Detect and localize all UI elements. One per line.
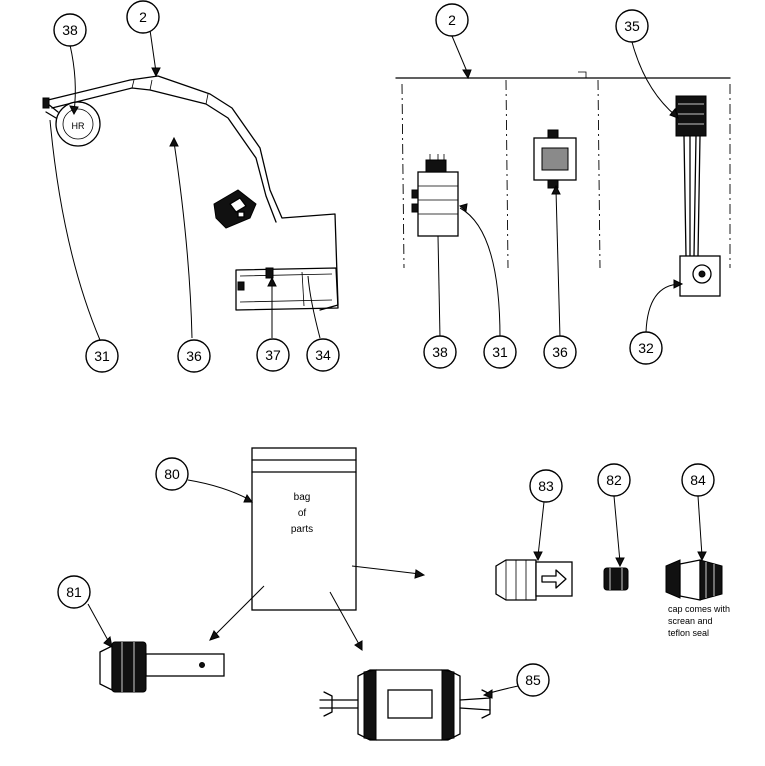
callout-31-right: 31: [483, 335, 517, 369]
left-panel-assembly: HR: [42, 75, 339, 311]
callout-label: 31: [94, 348, 110, 364]
callout-82: 82: [597, 463, 631, 497]
callout-label: 36: [552, 344, 568, 360]
relay-component: [213, 189, 257, 229]
callout-2-right: 2: [435, 3, 469, 37]
callout-label: 34: [315, 347, 331, 363]
callout-label: 83: [538, 478, 554, 494]
callout-label: 85: [525, 672, 541, 688]
flare-nut-81: [99, 641, 225, 693]
callout-80: 80: [155, 457, 189, 491]
callout-label: 31: [492, 344, 508, 360]
callout-36-right: 36: [543, 335, 577, 369]
callout-label: 80: [164, 466, 180, 482]
callout-label: 36: [186, 348, 202, 364]
callout-34: 34: [306, 338, 340, 372]
callout-81: 81: [57, 575, 91, 609]
callout-32: 32: [629, 331, 663, 365]
callout-label: 38: [62, 22, 78, 38]
callout-label: 84: [690, 472, 706, 488]
filter-drier-85: [319, 669, 491, 741]
callout-2-left: 2: [126, 0, 160, 34]
dual-capacitor-component: [411, 154, 459, 237]
callout-label: 32: [638, 340, 654, 356]
callout-label: 2: [139, 9, 147, 25]
callout-38-right: 38: [423, 335, 457, 369]
capacitor-component: HR: [42, 97, 101, 147]
right-panel-assembly: [395, 71, 731, 297]
cap-note-line2: screan and: [668, 616, 713, 626]
callout-37: 37: [256, 338, 290, 372]
fitting-83: [495, 559, 573, 601]
callout-83: 83: [529, 469, 563, 503]
cap-82: [603, 567, 629, 591]
cap-note-line3: teflon seal: [668, 628, 709, 638]
callout-38-left: 38: [53, 13, 87, 47]
callout-35: 35: [615, 9, 649, 43]
callout-36-left: 36: [177, 339, 211, 373]
callout-label: 81: [66, 584, 82, 600]
capacitor-mark: HR: [72, 121, 85, 131]
bag-label-line3: parts: [291, 524, 313, 535]
transformer-component: [533, 129, 577, 189]
callout-label: 82: [606, 472, 622, 488]
union-84: [665, 559, 723, 601]
callout-85: 85: [516, 663, 550, 697]
callout-label: 38: [432, 344, 448, 360]
bag-label-line2: of: [298, 508, 307, 519]
arrowheads: [69, 67, 707, 699]
bag-of-parts: bag of parts: [251, 447, 357, 611]
callout-31-left: 31: [85, 339, 119, 373]
bag-label-line1: bag: [294, 492, 311, 503]
callout-label: 37: [265, 347, 281, 363]
callout-label: 35: [624, 18, 640, 34]
callout-84: 84: [681, 463, 715, 497]
callout-label: 2: [448, 12, 456, 28]
leader-lines: [49, 29, 703, 695]
cap-note-line1: cap comes with: [668, 604, 730, 614]
contactor-component: [675, 95, 721, 297]
